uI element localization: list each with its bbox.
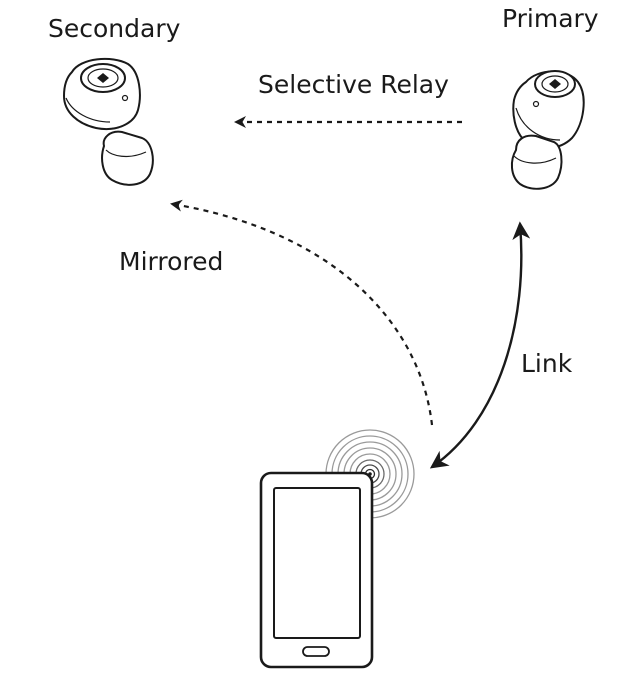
mirrored-arrow: [170, 199, 434, 426]
mirrored-label: Mirrored: [119, 247, 223, 276]
link-arrow: [429, 221, 531, 469]
secondary-label: Secondary: [48, 14, 181, 43]
secondary-earbud-icon: [62, 57, 154, 186]
primary-earbud-icon: [510, 70, 585, 190]
smartphone-icon: [259, 471, 374, 669]
primary-label: Primary: [502, 4, 599, 33]
selective-relay-label: Selective Relay: [258, 70, 449, 99]
link-label: Link: [521, 349, 573, 378]
